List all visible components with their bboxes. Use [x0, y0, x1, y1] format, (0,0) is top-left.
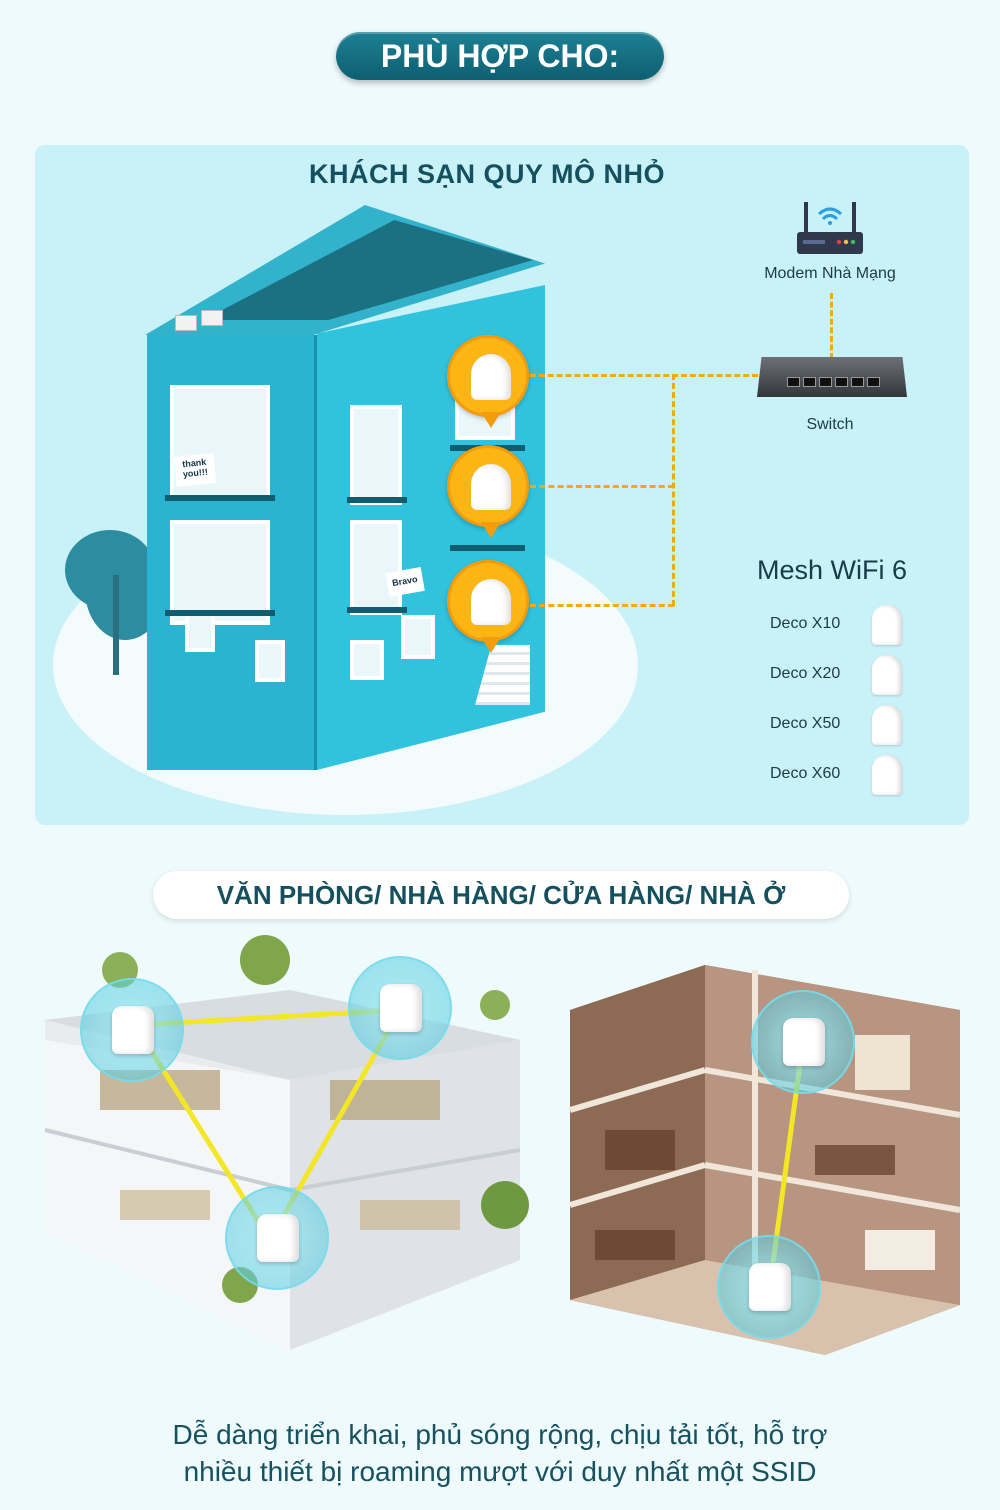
- deco-device-icon: [112, 1006, 154, 1054]
- model-row: Deco X50: [770, 705, 920, 745]
- deco-coverage-bubble: [225, 1186, 329, 1290]
- hotel-section-title: KHÁCH SẠN QUY MÔ NHỎ: [308, 159, 666, 189]
- benefits-line-1: Dễ dàng triển khai, phủ sóng rộng, chịu …: [172, 1419, 828, 1450]
- network-switch: [757, 357, 907, 397]
- deco-pin-floor-1: [447, 560, 529, 653]
- benefits-text: Dễ dàng triển khai, phủ sóng rộng, chịu …: [0, 1416, 1000, 1490]
- house-cutaway-graphic: [569, 965, 961, 1355]
- deco-coverage-bubble: [751, 990, 855, 1094]
- deco-pin-floor-3: [447, 335, 529, 428]
- thank-you-banner: thank you!!!: [173, 452, 217, 488]
- model-name: Deco X20: [770, 665, 841, 682]
- switch-label: Switch: [806, 416, 854, 433]
- deco-device-icon: [380, 984, 422, 1032]
- hotel-panel: KHÁCH SẠN QUY MÔ NHỎ thank you!!!: [35, 145, 969, 825]
- model-name: Deco X60: [770, 765, 841, 782]
- deco-device-icon: [872, 605, 902, 645]
- model-row: Deco X60: [770, 755, 920, 795]
- deco-device-icon: [783, 1018, 825, 1066]
- modem-device: [797, 200, 863, 260]
- deco-device-icon: [872, 705, 902, 745]
- benefits-line-2: nhiều thiết bị roaming mượt với duy nhất…: [183, 1456, 817, 1487]
- model-row: Deco X10: [770, 605, 920, 645]
- deco-device-icon: [872, 755, 902, 795]
- model-row: Deco X20: [770, 655, 920, 695]
- deco-device-icon: [872, 655, 902, 695]
- model-name: Deco X50: [770, 715, 841, 732]
- page-title: PHÙ HỢP CHO:: [336, 32, 664, 80]
- uses-section-title: VĂN PHÒNG/ NHÀ HÀNG/ CỬA HÀNG/ NHÀ Ở: [153, 871, 849, 919]
- deco-coverage-bubble: [717, 1235, 821, 1339]
- deco-device-icon: [471, 354, 511, 400]
- deco-device-icon: [749, 1263, 791, 1311]
- house-illustration: [565, 960, 965, 1360]
- wifi-router-icon: [797, 202, 863, 254]
- deco-device-icon: [471, 464, 511, 510]
- deco-pin-floor-2: [447, 445, 529, 538]
- mesh-wifi-title: Mesh WiFi 6: [757, 555, 908, 585]
- office-illustration: [40, 930, 530, 1370]
- deco-coverage-bubble: [348, 956, 452, 1060]
- model-name: Deco X10: [770, 615, 841, 632]
- deco-device-icon: [257, 1214, 299, 1262]
- deco-device-icon: [471, 579, 511, 625]
- deco-coverage-bubble: [80, 978, 184, 1082]
- modem-label: Modem Nhà Mạng: [764, 265, 896, 282]
